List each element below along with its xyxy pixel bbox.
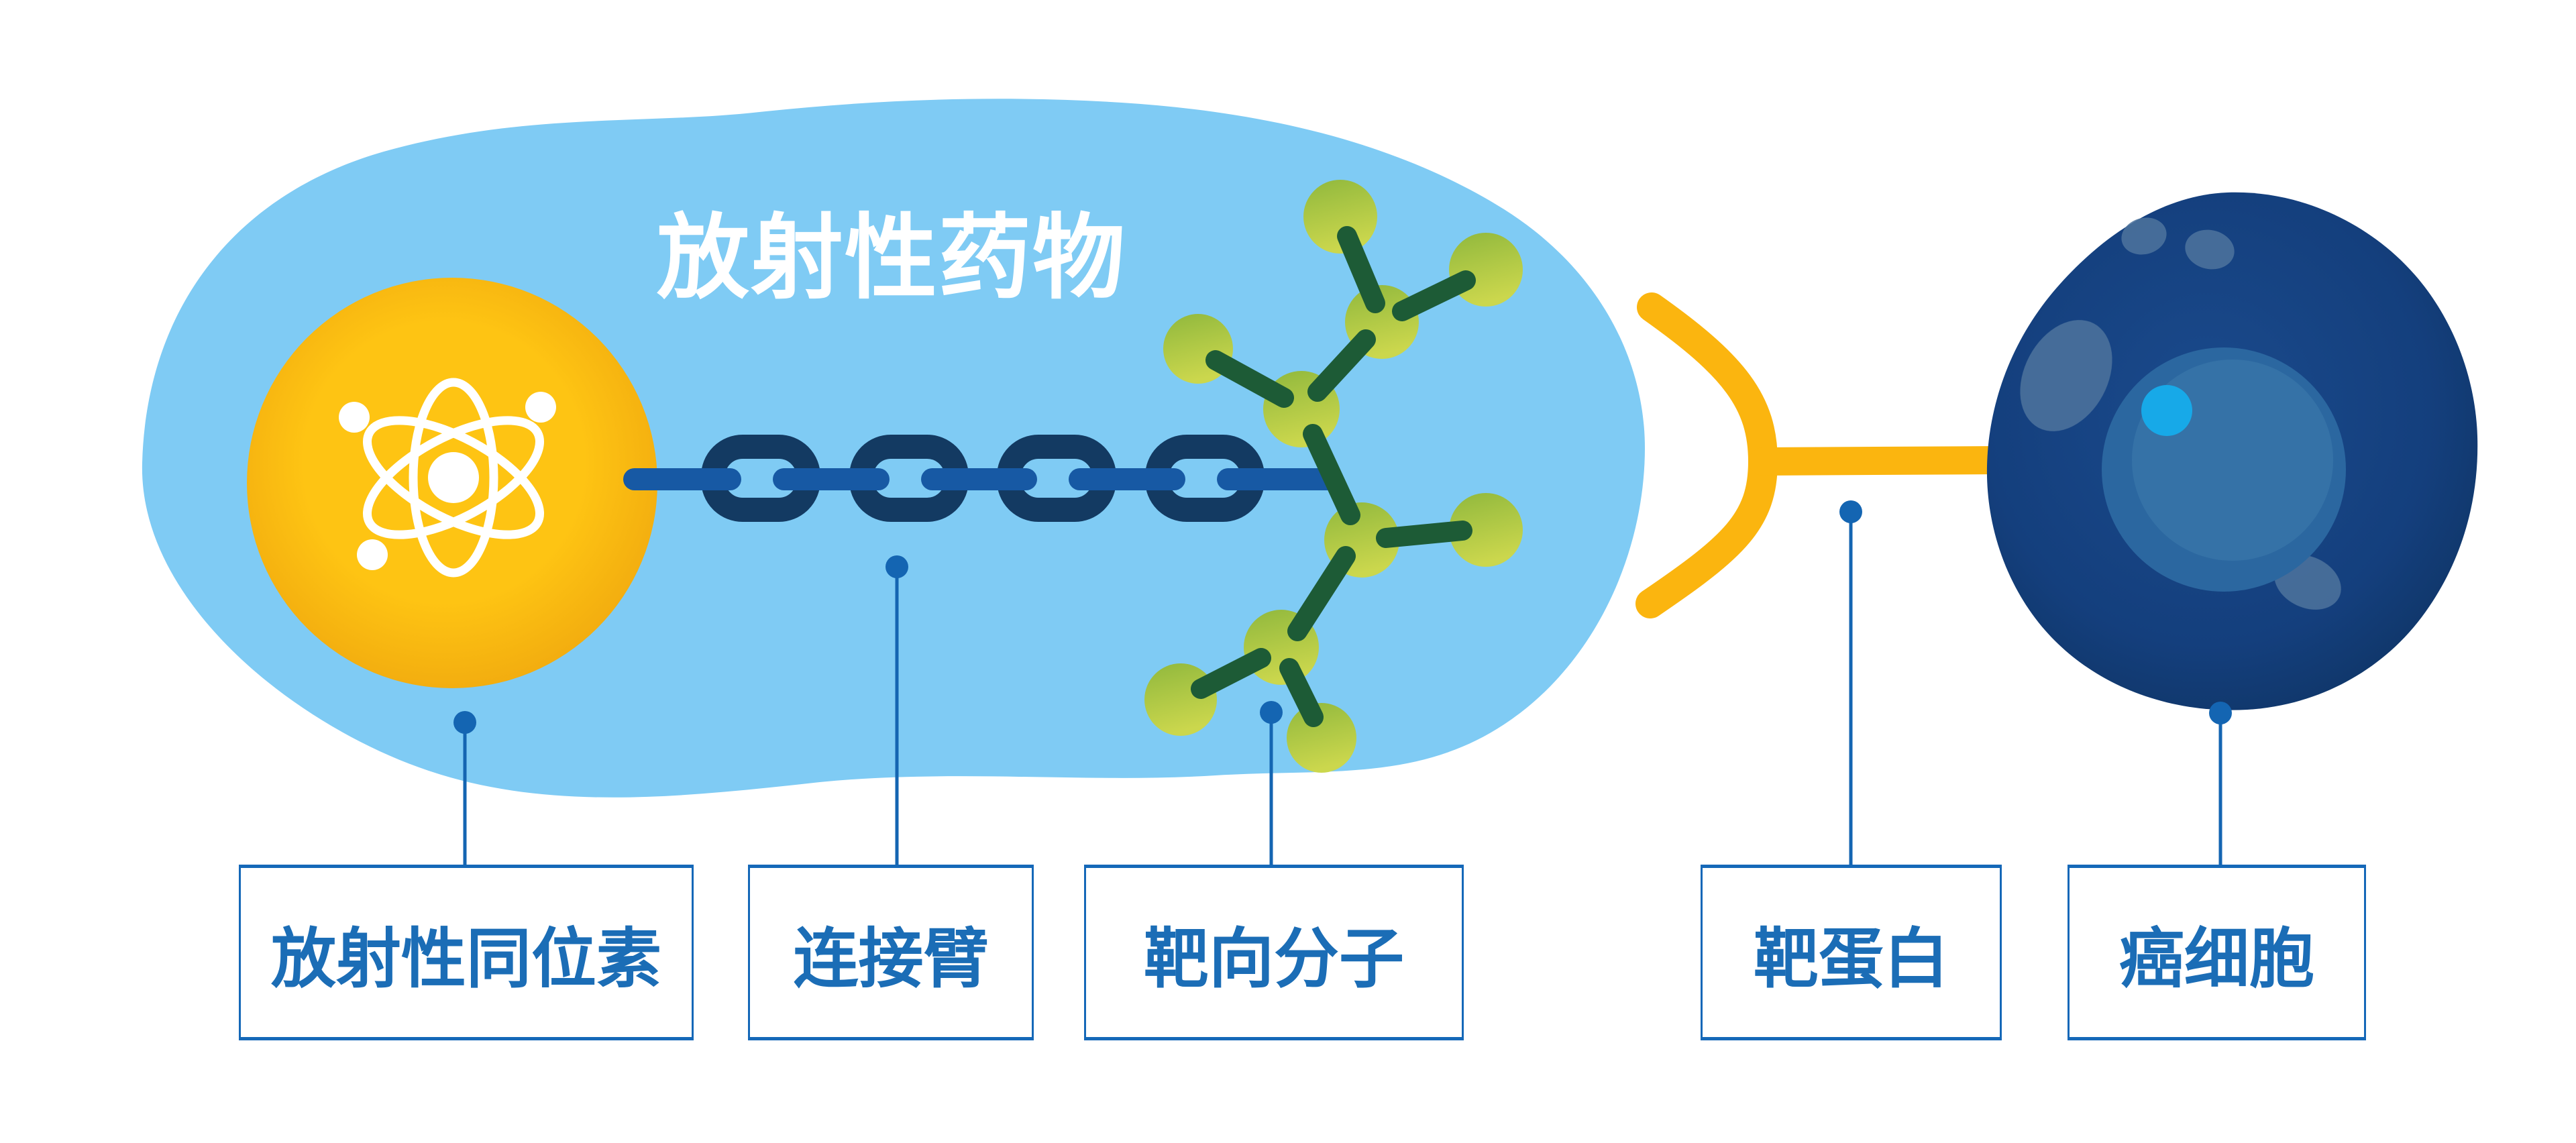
- chain-bar-segment: [1217, 468, 1338, 490]
- label-box-isotope: 放射性同位素: [239, 865, 694, 1040]
- cell-spot: [2185, 229, 2235, 270]
- connector-targeting-molecule: [1260, 701, 1283, 867]
- atom-nucleus: [428, 452, 479, 503]
- atom-electron: [339, 402, 370, 433]
- atom-electron: [525, 392, 556, 423]
- connector-linker: [885, 555, 908, 867]
- isotope-circle: [247, 278, 657, 688]
- label-cancer-cell-text: 癌细胞: [2119, 922, 2314, 995]
- molecule-bond: [1392, 270, 1476, 321]
- connector-dot: [2209, 702, 2232, 724]
- label-box-linker: 连接臂: [748, 865, 1034, 1040]
- page-title: 放射性药物: [656, 207, 1126, 310]
- atom-electron: [357, 539, 388, 570]
- connector-dot: [1839, 500, 1862, 523]
- molecule-bond: [1279, 658, 1324, 727]
- chain-bar-segment: [1069, 468, 1185, 490]
- molecule-bond: [1307, 329, 1376, 402]
- label-box-targeting-molecule: 靶向分子: [1084, 865, 1464, 1040]
- targeting-molecule: [1144, 180, 1523, 773]
- antibody-y-icon: [1635, 292, 2013, 618]
- nucleus-highlight: [2141, 385, 2192, 436]
- chain-bar-segment: [773, 468, 890, 490]
- antibody-stem: [1749, 446, 2013, 476]
- molecule-bond: [1287, 546, 1356, 641]
- molecule-bond: [1376, 521, 1472, 548]
- label-target-protein-text: 靶蛋白: [1754, 922, 1949, 995]
- molecule-bond: [1205, 350, 1294, 408]
- cancer-cell-icon: [1986, 192, 2478, 710]
- chain-bar-segment: [623, 468, 741, 490]
- chain-bar: [623, 468, 1338, 490]
- label-isotope-text: 放射性同位素: [271, 922, 661, 995]
- molecule-bond: [1337, 226, 1385, 313]
- label-box-target-protein: 靶蛋白: [1701, 865, 2002, 1040]
- connector-dot: [1260, 701, 1283, 724]
- connector-isotope: [453, 711, 476, 867]
- cell-spot: [2020, 320, 2112, 431]
- molecule-bond: [1191, 648, 1271, 699]
- molecule-ball: [1449, 233, 1523, 307]
- label-linker-text: 连接臂: [793, 922, 989, 995]
- connector-dot: [453, 711, 476, 734]
- connector-dot: [885, 555, 908, 578]
- connectors: [453, 500, 2232, 867]
- connector-target-protein: [1839, 500, 1862, 867]
- molecule-bond: [1303, 424, 1360, 525]
- cell-spot: [2121, 217, 2167, 255]
- chain-bar-segment: [921, 468, 1037, 490]
- label-box-cancer-cell: 癌细胞: [2068, 865, 2366, 1040]
- connector-cancer-cell: [2209, 702, 2232, 867]
- label-targeting-molecule-text: 靶向分子: [1144, 922, 1404, 995]
- molecule-ball: [1449, 493, 1523, 567]
- atom-icon: [339, 378, 556, 578]
- molecule-ball: [1303, 180, 1377, 254]
- antibody-arms: [1635, 292, 1778, 618]
- molecule-ball: [1144, 663, 1217, 736]
